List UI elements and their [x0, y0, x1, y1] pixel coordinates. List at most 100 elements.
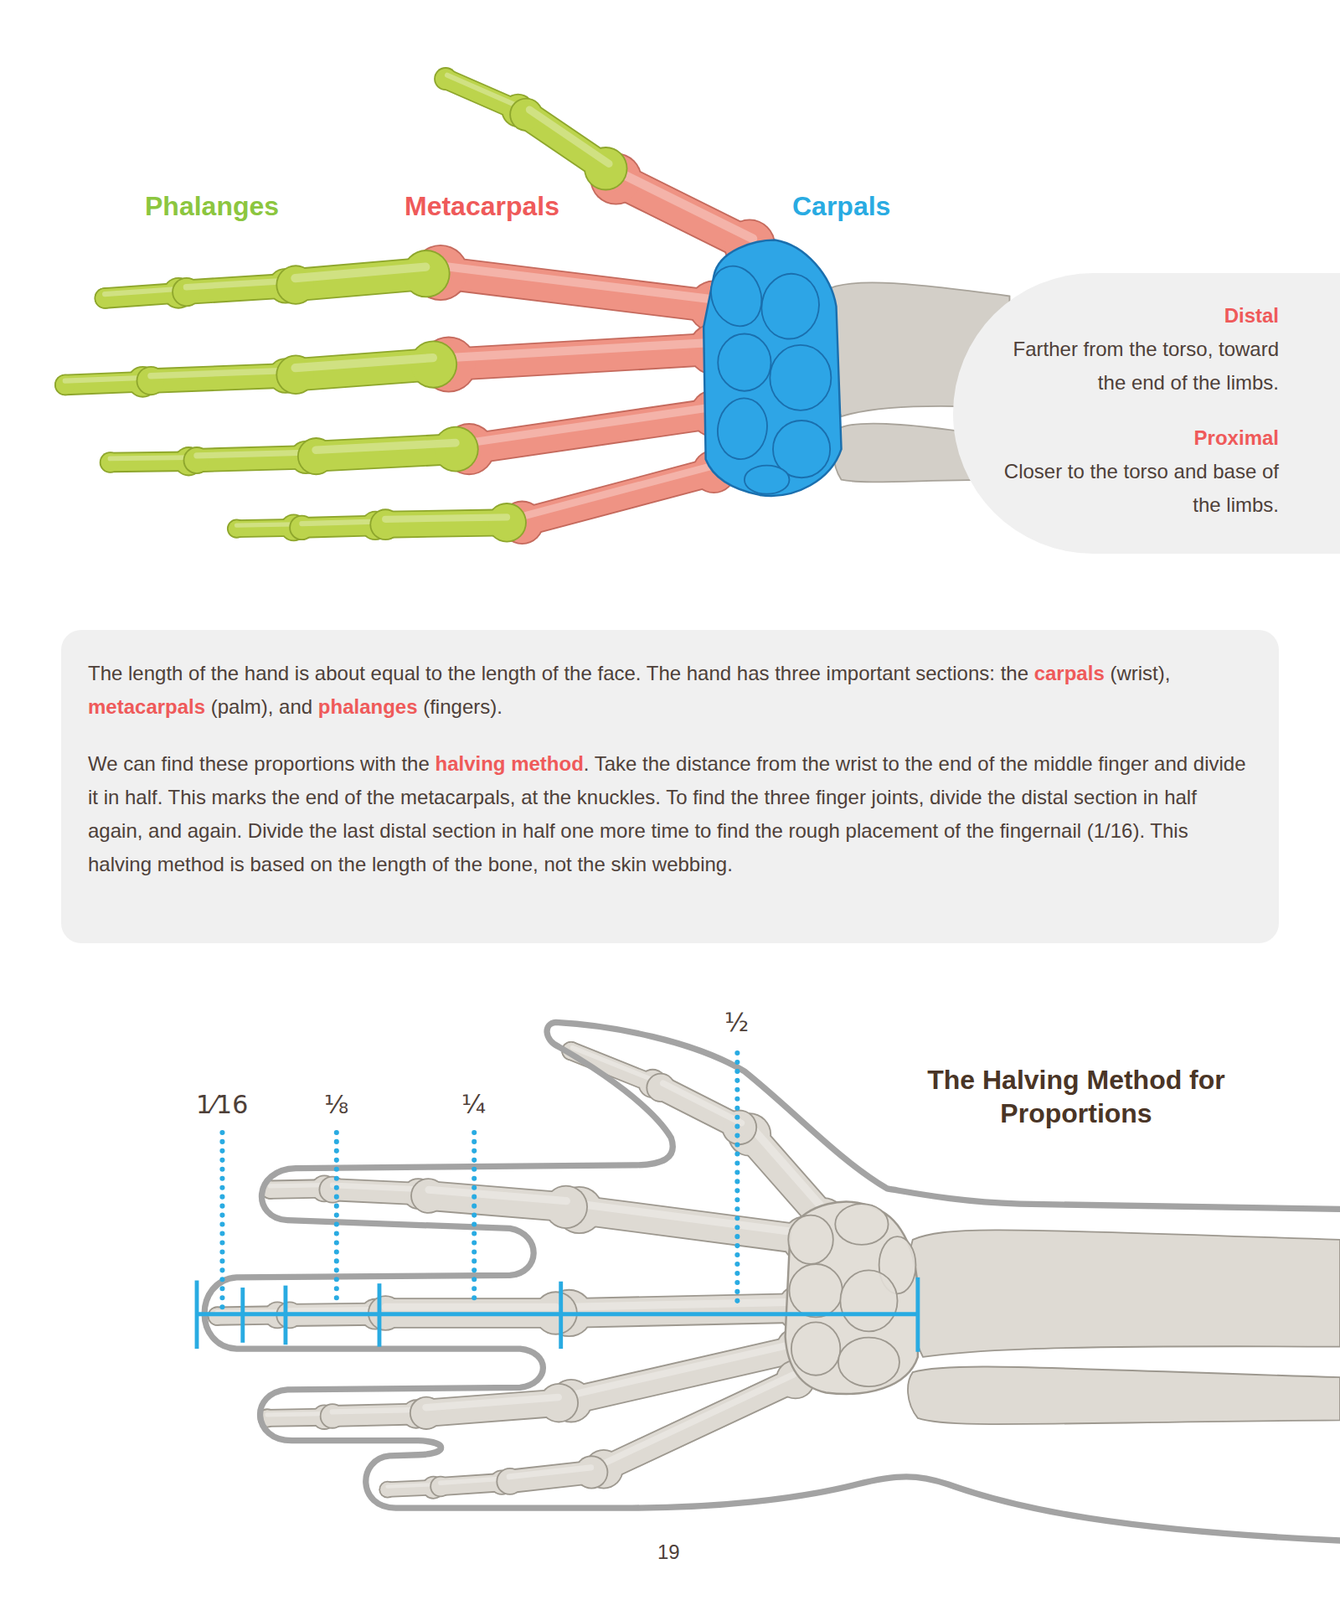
art-shape	[409, 340, 458, 388]
art-shape	[441, 265, 715, 299]
hand-bone	[410, 1177, 588, 1229]
section-label: Metacarpals	[404, 190, 560, 222]
phalanx-bone	[509, 97, 628, 191]
art-shape	[173, 278, 201, 306]
art-shape	[385, 1303, 556, 1311]
fraction-label: 1⁄16	[195, 1090, 248, 1120]
highlight-term: carpals	[1034, 661, 1105, 685]
radius-bone	[907, 1229, 1340, 1357]
dotted-guide	[219, 1132, 225, 1308]
proportion-hand-skeleton	[204, 1021, 1340, 1541]
term-definition: Farther from the torso, toward the end o…	[989, 332, 1279, 400]
fraction-label: ¼	[461, 1090, 486, 1120]
phalanx-bone-group	[54, 67, 628, 542]
art-shape	[403, 251, 449, 297]
phalanx-bone	[369, 502, 527, 542]
art-shape	[298, 438, 334, 474]
phalanx-bone	[297, 426, 480, 475]
art-shape	[601, 1374, 794, 1464]
art-shape	[834, 1203, 888, 1245]
art-shape	[371, 510, 400, 539]
art-shape	[469, 413, 714, 450]
art-shape	[756, 268, 825, 344]
art-shape	[488, 504, 526, 542]
art-shape	[509, 1467, 591, 1477]
art-shape	[434, 427, 478, 471]
art-shape	[196, 452, 306, 456]
art-shape	[791, 1321, 841, 1375]
art-shape	[289, 1309, 376, 1310]
art-shape	[447, 75, 520, 108]
art-shape	[277, 266, 315, 304]
art-shape	[332, 1185, 418, 1190]
measure-tick	[915, 1277, 920, 1352]
art-shape	[332, 1409, 417, 1412]
highlight-term: halving method	[434, 752, 583, 775]
art-shape	[295, 357, 433, 368]
art-shape	[521, 471, 714, 523]
highlight-term: phalanges	[318, 695, 418, 718]
term-heading: Proximal	[989, 421, 1279, 455]
term-definition: Closer to the torso and base of the limb…	[989, 454, 1279, 522]
art-shape	[486, 502, 526, 542]
art-shape	[838, 1337, 900, 1387]
art-shape	[104, 288, 179, 294]
art-shape	[412, 1179, 445, 1212]
art-shape	[469, 413, 714, 450]
art-shape	[544, 1185, 588, 1229]
body-text: (palm), and	[211, 695, 313, 718]
art-shape	[425, 1396, 558, 1407]
art-shape	[540, 1384, 578, 1422]
art-shape	[579, 1209, 806, 1239]
hand-bone	[495, 1454, 609, 1495]
dotted-guide	[734, 1052, 740, 1304]
art-shape	[270, 1185, 325, 1186]
art-shape	[137, 367, 165, 395]
art-shape	[65, 377, 144, 382]
art-shape	[520, 465, 713, 517]
halving-measure	[196, 1052, 918, 1352]
carpal-bones	[702, 240, 841, 496]
art-shape	[185, 280, 285, 287]
term-list: DistalFarther from the torso, toward the…	[989, 298, 1279, 522]
measure-tick	[195, 1280, 200, 1350]
fraction-label: ⅛	[324, 1090, 349, 1120]
art-shape	[702, 258, 770, 334]
art-shape	[387, 1484, 434, 1486]
art-shape	[754, 1129, 830, 1215]
figure-title: The Halving Method for Proportions	[917, 1062, 1236, 1130]
art-shape	[712, 394, 772, 464]
dotted-guide	[471, 1132, 477, 1304]
fraction-label: ½	[724, 1008, 749, 1038]
hand-bone	[549, 1326, 820, 1423]
art-shape	[785, 1201, 918, 1394]
body-text: (fingers).	[422, 695, 503, 718]
section-label: Phalanges	[144, 190, 279, 222]
metacarpal-bone	[420, 323, 740, 393]
art-shape	[744, 465, 790, 495]
art-shape	[109, 457, 189, 459]
hand-bone	[645, 1072, 758, 1145]
colored-hand-skeleton	[54, 67, 1010, 545]
art-shape	[301, 521, 376, 524]
art-shape	[150, 371, 286, 377]
art-shape	[788, 1263, 842, 1317]
art-shape	[788, 1215, 834, 1264]
art-shape	[267, 1413, 325, 1415]
art-shape	[576, 1456, 608, 1488]
paragraph: The length of the hand is about equal to…	[87, 656, 1251, 724]
art-shape	[440, 1478, 502, 1483]
page-number: 19	[657, 1540, 681, 1564]
art-shape	[294, 267, 426, 279]
art-shape	[315, 443, 456, 451]
art-shape	[431, 1477, 450, 1496]
art-shape	[319, 1177, 345, 1202]
paragraph: We can find these proportions with the h…	[87, 747, 1251, 882]
body-text: The length of the hand is about equal to…	[87, 661, 1029, 685]
hand-bone	[583, 1359, 815, 1490]
art-shape	[432, 426, 480, 473]
art-shape	[568, 1301, 800, 1307]
art-shape	[228, 520, 245, 536]
body-text: (wrist),	[1109, 661, 1170, 685]
